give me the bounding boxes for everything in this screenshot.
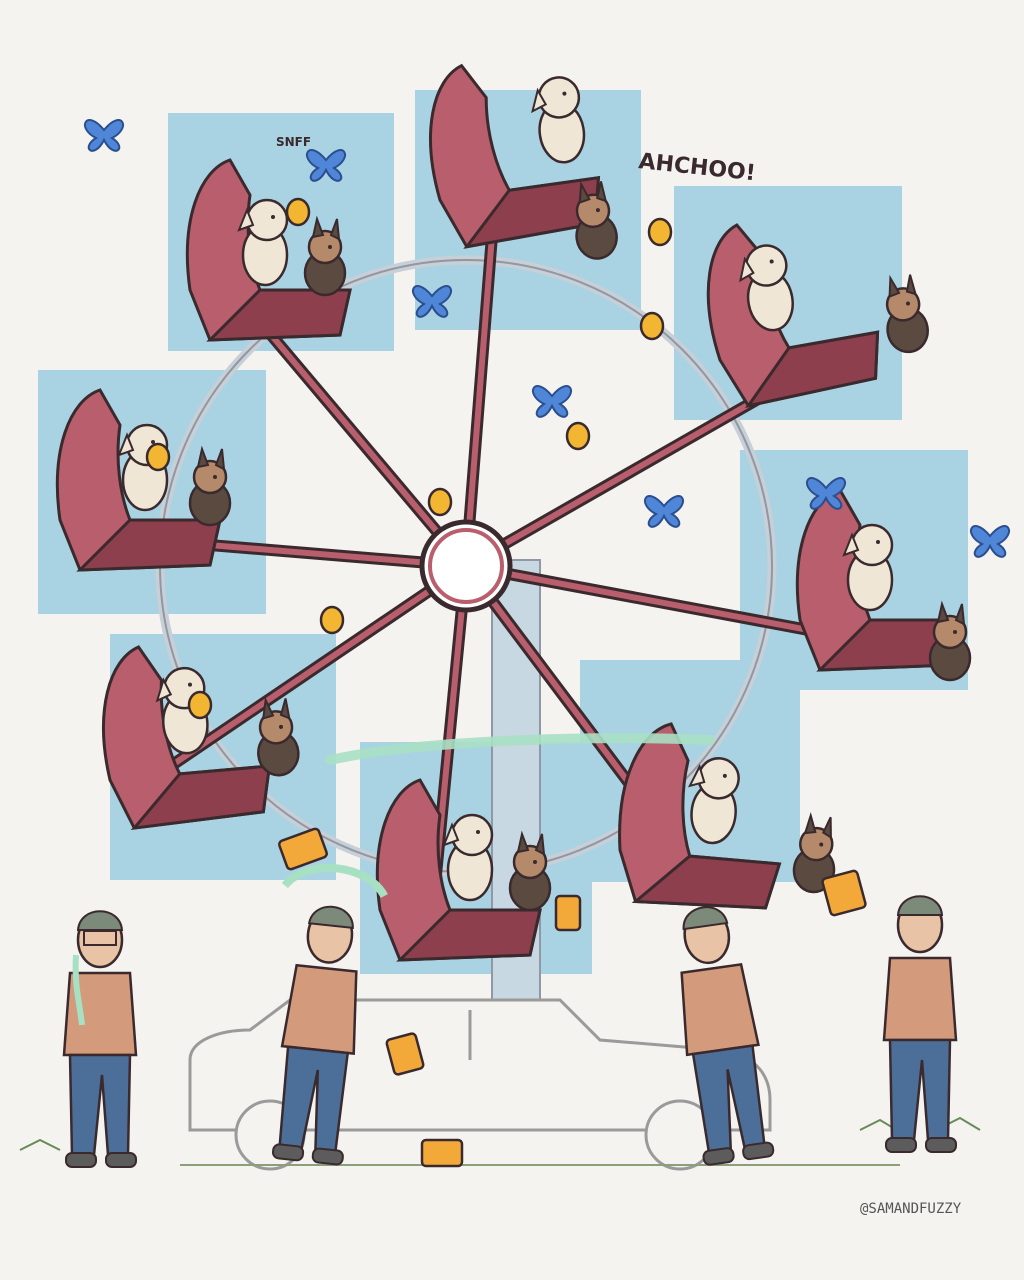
coin	[565, 421, 591, 451]
coin	[319, 605, 345, 635]
coin	[647, 217, 673, 247]
dropped-cups	[278, 827, 867, 1168]
person-2-splashed	[269, 863, 388, 1167]
coin	[285, 197, 311, 227]
coin	[639, 311, 665, 341]
butterfly-icon	[643, 495, 685, 528]
person-4-catching	[882, 895, 958, 1154]
coin	[145, 442, 171, 472]
cup	[554, 894, 582, 932]
coin	[427, 487, 453, 517]
water-stream	[325, 733, 715, 765]
sfx-sniff: SNFF	[276, 135, 311, 149]
cup	[420, 1138, 464, 1168]
car-outline	[188, 998, 772, 1171]
cup	[821, 869, 867, 917]
sfx-sneeze: AHCHOO!	[637, 149, 756, 186]
butterfly-icon	[83, 119, 125, 152]
ground-grass	[19, 1116, 981, 1151]
cup	[278, 827, 328, 871]
butterfly-icon	[531, 385, 573, 418]
coin	[187, 690, 213, 720]
wheel-hub	[419, 519, 513, 613]
cup	[385, 1032, 425, 1076]
artist-credit: @SAMANDFUZZY	[860, 1201, 962, 1217]
person-1-dripping	[62, 910, 138, 1169]
butterfly-icon	[969, 525, 1011, 558]
